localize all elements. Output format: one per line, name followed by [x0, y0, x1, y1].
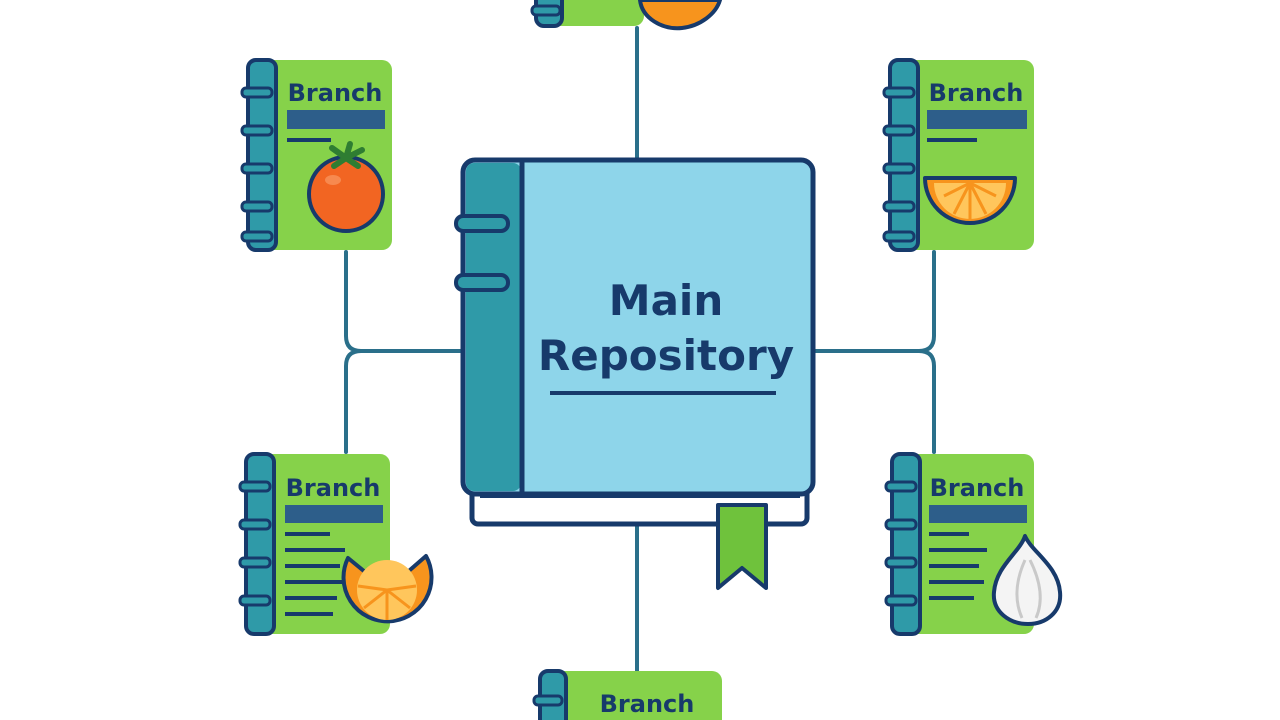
book-cover — [460, 157, 816, 497]
branch-title-bar — [929, 505, 1027, 523]
branch-card-top-left: Branch — [240, 58, 392, 252]
book-ring-1 — [454, 214, 510, 233]
main-title-line1: Main — [609, 276, 723, 325]
branch-text-lines — [929, 532, 987, 600]
connectors — [344, 26, 936, 674]
branch-card-bottom-right: Branch — [884, 452, 1063, 636]
branch-title-bar — [927, 110, 1027, 129]
connector-left — [344, 250, 468, 454]
branch-rings — [240, 86, 274, 243]
branch-card-spine — [244, 452, 276, 636]
branch-label: Branch — [929, 79, 1024, 107]
branch-text-line — [287, 138, 331, 142]
branch-text-line — [927, 138, 977, 142]
branch-rings — [238, 480, 272, 607]
book-ring-2 — [454, 273, 510, 292]
orange-slice-icon — [923, 176, 1017, 225]
branch-card-top-right: Branch — [882, 58, 1034, 252]
orange-icon — [638, 0, 722, 31]
branch-card-spine — [890, 452, 922, 636]
bookmark-ribbon — [716, 503, 768, 590]
branch-card-body — [540, 0, 644, 26]
main-title-line2: Repository — [538, 331, 794, 380]
branch-label: Branch — [286, 474, 381, 502]
branch-ring — [530, 4, 562, 17]
tomato-icon — [307, 141, 385, 233]
branch-label: Branch — [930, 474, 1025, 502]
branch-rings — [884, 480, 918, 607]
branch-text-lines — [285, 532, 345, 616]
garlic-icon — [991, 534, 1063, 626]
branch-title-bar — [285, 505, 383, 523]
orange-slice-icon — [341, 554, 434, 624]
connector-right — [810, 250, 936, 454]
branch-card-bottom-center: Branch — [532, 669, 722, 720]
branch-card-top-center — [530, 0, 722, 31]
branch-card-body — [542, 671, 722, 720]
book-spine — [466, 163, 521, 491]
main-repository-book: Main Repository — [454, 157, 816, 590]
branch-rings — [882, 86, 916, 243]
branch-card-bottom-left: Branch — [238, 452, 434, 636]
branch-ring — [532, 694, 564, 707]
branch-label: Branch — [288, 79, 383, 107]
branch-label: Branch — [600, 690, 695, 718]
branch-title-bar — [287, 110, 385, 129]
